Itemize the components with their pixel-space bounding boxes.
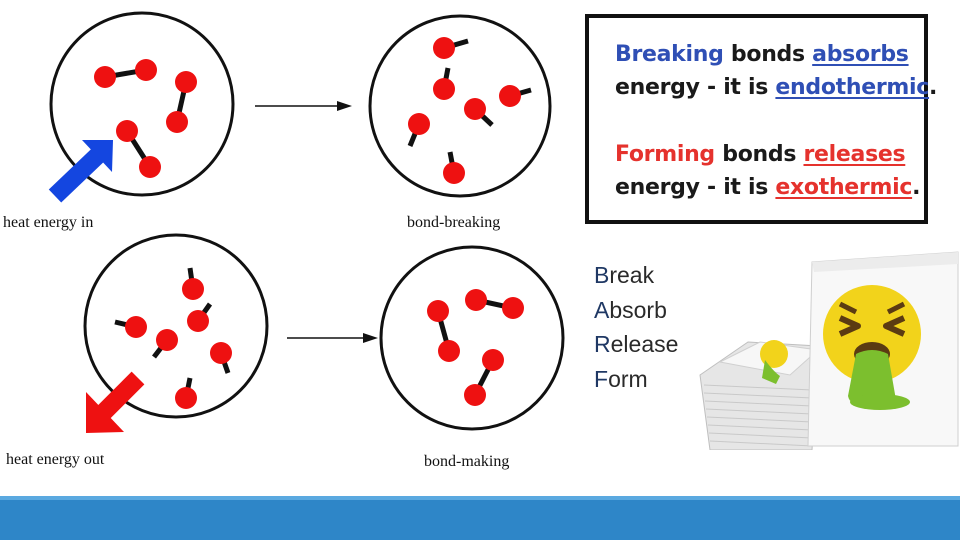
forming-word: Forming (615, 142, 715, 167)
heat-energy-in-label: heat energy in (3, 214, 94, 231)
period: . (929, 75, 938, 100)
period: . (912, 175, 921, 200)
molecule (464, 349, 504, 406)
releases-word: releases (803, 142, 906, 167)
forming-line: Forming bonds releases (615, 138, 924, 171)
bonds-word: bonds (714, 142, 804, 167)
molecule (427, 300, 460, 362)
reactant-circle-top (49, 11, 235, 197)
reaction-diagram (48, 11, 565, 433)
energy-text: energy - it is (615, 75, 776, 100)
bond-energy-summary-box: Breaking bonds absorbs energy - it is en… (585, 14, 937, 224)
mnemonic-item: Form (594, 365, 648, 392)
bag-stack (699, 340, 820, 450)
breaking-word: Breaking (615, 42, 724, 67)
vomit-face-emoji (823, 285, 921, 410)
absorbs-word: absorbs (812, 42, 909, 67)
free-atoms (407, 37, 532, 184)
heat-energy-out-label: heat energy out (6, 451, 105, 468)
product-circle-bottom (379, 245, 565, 431)
energy-text: energy - it is (615, 175, 776, 200)
reaction-arrow-top (255, 101, 352, 111)
endothermic-line: energy - it is endothermic. (615, 71, 937, 104)
bonds-word: bonds (723, 42, 813, 67)
bond-making-label: bond-making (424, 453, 510, 470)
barf-bags-image (699, 251, 959, 450)
molecule (166, 71, 197, 133)
molecule (465, 289, 524, 319)
free-atoms (114, 267, 232, 409)
footer-stripe (0, 496, 960, 500)
heat-out-arrow (86, 371, 145, 433)
exothermic-line: energy - it is exothermic. (615, 171, 924, 204)
mnemonic-item: Release (594, 331, 679, 357)
molecule (94, 59, 157, 88)
main-bag (807, 251, 959, 447)
footer-bar (0, 496, 960, 540)
breaking-line: Breaking bonds absorbs (615, 38, 924, 71)
reaction-arrow-bottom (287, 333, 378, 343)
mnemonic-item: Break (594, 262, 655, 288)
barf-mnemonic: Break Absorb Release Form (594, 258, 678, 396)
endothermic-word: endothermic (775, 75, 930, 100)
mnemonic-item: Absorb (594, 296, 667, 323)
exothermic-word: exothermic (775, 175, 913, 200)
heat-in-arrow (48, 140, 113, 203)
bond-breaking-label: bond-breaking (407, 214, 501, 231)
atoms-circle-bottom (83, 233, 269, 419)
molecule (116, 120, 161, 178)
atoms-circle-top (368, 14, 552, 198)
